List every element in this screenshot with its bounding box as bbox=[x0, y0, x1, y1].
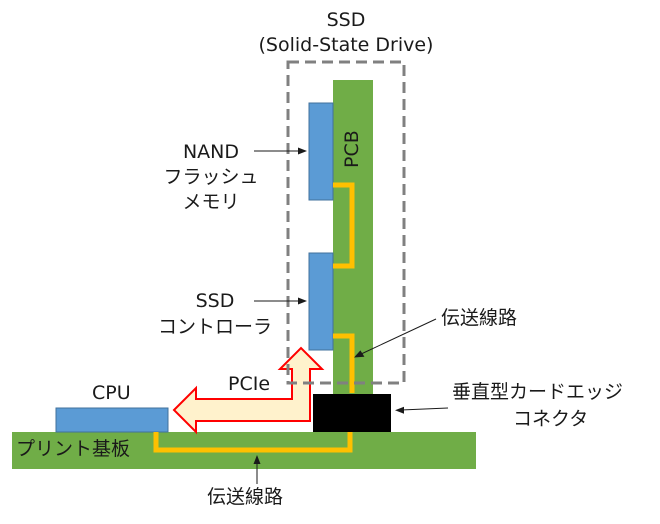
controller-label-line1: SSD bbox=[195, 290, 235, 312]
nand-label-line2: フラッシュ bbox=[163, 166, 259, 188]
nand-label-line3: メモリ bbox=[182, 191, 240, 213]
ssd-subtitle: (Solid-State Drive) bbox=[258, 34, 434, 56]
nand-label-line1: NAND bbox=[182, 141, 240, 163]
pcb-label: PCB bbox=[341, 130, 363, 168]
connector-label-line1: 垂直型カードエッジ bbox=[452, 381, 624, 403]
motherboard-label: プリント基板 bbox=[16, 438, 131, 460]
lower-transmission-line-label: 伝送線路 bbox=[207, 486, 284, 508]
lower-trace-pointer bbox=[253, 455, 261, 484]
nand-pointer bbox=[254, 147, 307, 155]
ssd-title: SSD bbox=[326, 9, 366, 31]
connector-label-line2: コネクタ bbox=[513, 408, 589, 430]
upper-trace-pointer bbox=[354, 318, 437, 358]
nand-chip bbox=[308, 102, 334, 201]
trace-nand-controller bbox=[333, 182, 355, 269]
controller-pointer bbox=[254, 297, 307, 305]
controller-label-line2: コントローラ bbox=[157, 316, 272, 338]
trace-motherboard bbox=[153, 432, 353, 453]
ssd-outline bbox=[286, 60, 406, 385]
card-edge-connector bbox=[313, 394, 391, 432]
upper-transmission-line-label: 伝送線路 bbox=[441, 307, 518, 329]
pcie-arrow bbox=[172, 346, 325, 435]
cpu-label: CPU bbox=[92, 382, 131, 404]
controller-chip bbox=[308, 252, 334, 351]
connector-pointer bbox=[395, 406, 449, 414]
cpu-chip bbox=[55, 407, 169, 433]
pcie-label: PCIe bbox=[228, 373, 271, 395]
trace-controller-connector bbox=[333, 333, 355, 393]
